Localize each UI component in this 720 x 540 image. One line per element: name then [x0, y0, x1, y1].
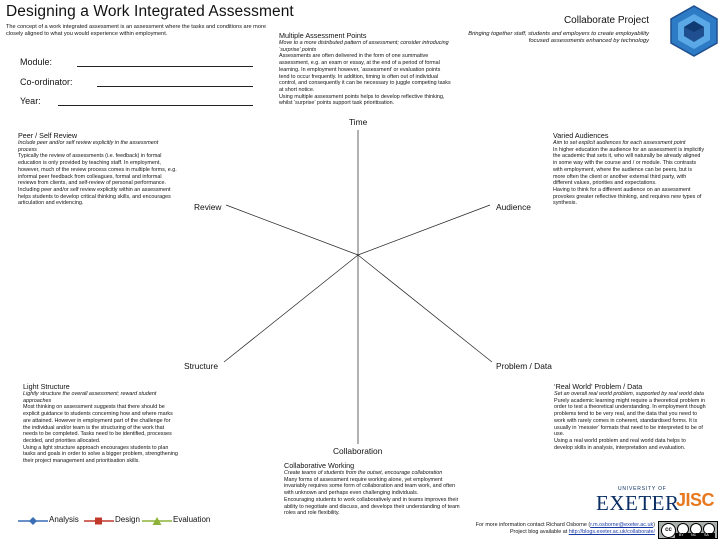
license-nc: NC	[691, 533, 697, 537]
box-collaborative-working: Collaborative Working Create teams of st…	[284, 461, 462, 517]
coordinator-label: Co-ordinator:	[20, 77, 73, 87]
box-title: ‘Real World’ Problem / Data	[554, 382, 643, 391]
box-body: Many forms of assessment require working…	[284, 476, 460, 517]
module-label: Module:	[20, 57, 53, 67]
blog-prefix: Project blog available at	[509, 529, 569, 535]
contact-line: For more information contact Richard Osb…	[476, 522, 655, 529]
intro-text: The concept of a work integrated assessm…	[6, 24, 266, 37]
contact-prefix: For more information contact Richard Osb…	[475, 522, 591, 528]
contact-info: For more information contact Richard Osb…	[476, 522, 655, 536]
box-body: In higher education the audience for an …	[553, 146, 705, 207]
exeter-logo: UNIVERSITY OF EXETER	[596, 486, 680, 518]
box-body: Purely academic learning might require a…	[554, 397, 706, 451]
project-subtitle: Bringing together staff, students and em…	[468, 31, 649, 44]
box-title: Light Structure	[23, 382, 70, 391]
box-subtitle: Include peer and/or self review explicit…	[18, 140, 159, 153]
axis-label-collaboration: Collaboration	[333, 446, 383, 456]
box-title: Multiple Assessment Points	[279, 31, 367, 40]
exeter-logo-wordmark: EXETER	[596, 491, 680, 515]
box-body: Typically the review of assessments (i.e…	[18, 153, 177, 207]
coordinator-field[interactable]	[97, 86, 253, 87]
axis-line-structure	[223, 254, 359, 363]
license-strip: BY NC SA	[675, 533, 715, 538]
email-link[interactable]: r.m.osborne@exeter.ac.uk	[590, 522, 654, 528]
axis-line-audience	[357, 204, 491, 256]
box-subtitle: Set an overall real world problem, suppo…	[554, 391, 704, 397]
jisc-logo: JISC	[676, 490, 715, 510]
year-label: Year:	[20, 96, 41, 106]
box-real-world-problem: ‘Real World’ Problem / Data Set an overa…	[554, 382, 706, 451]
blog-link[interactable]: http://blogs.exeter.ac.uk/collaborate/	[568, 529, 655, 535]
axis-label-structure: Structure	[184, 361, 218, 371]
exeter-logo-small-text: UNIVERSITY OF	[618, 486, 667, 492]
contact-suffix: )	[653, 522, 655, 528]
box-subtitle: Lightly structure the overall assessment…	[23, 391, 157, 404]
legend-line-triangle-icon	[142, 517, 172, 525]
creative-commons-badge: cc BY NC SA	[658, 521, 718, 539]
axis-line-problem-data	[357, 254, 493, 363]
axis-label-review: Review	[194, 202, 222, 212]
legend-label: Analysis	[49, 515, 79, 524]
legend-line-diamond-icon	[18, 517, 48, 525]
axis-line-review	[225, 204, 359, 256]
box-body: Assessments are often delivered in the f…	[279, 53, 451, 107]
license-by: BY	[679, 533, 684, 537]
collaborate-hexagon-icon	[670, 5, 718, 57]
legend-line-square-icon	[84, 517, 114, 525]
blog-line: Project blog available at http://blogs.e…	[476, 529, 655, 536]
legend-label: Evaluation	[173, 515, 211, 524]
box-multiple-assessment: Multiple Assessment Points Move to a mor…	[279, 31, 451, 107]
box-body: Most thinking on assessment suggests tha…	[23, 404, 178, 465]
box-peer-self-review: Peer / Self Review Include peer and/or s…	[18, 131, 178, 207]
axis-label-time: Time	[349, 117, 368, 127]
box-subtitle: Aim to set explicit audiences for each a…	[553, 140, 686, 146]
legend-label: Design	[115, 515, 140, 524]
box-light-structure: Light Structure Lightly structure the ov…	[23, 382, 179, 465]
box-title: Varied Audiences	[553, 131, 609, 140]
box-title: Collaborative Working	[284, 461, 355, 470]
cc-icon: cc	[661, 523, 676, 538]
page-title: Designing a Work Integrated Assessment	[6, 3, 294, 20]
box-subtitle: Move to a more distributed pattern of as…	[279, 40, 449, 53]
module-field[interactable]	[77, 66, 253, 67]
box-subtitle: Create teams of students from the outset…	[284, 470, 443, 476]
axis-label-audience: Audience	[496, 202, 531, 212]
license-sa: SA	[704, 533, 709, 537]
year-field[interactable]	[58, 105, 253, 106]
axis-label-problem-data: Problem / Data	[496, 361, 552, 371]
box-title: Peer / Self Review	[18, 131, 78, 140]
project-title: Collaborate Project	[563, 15, 649, 26]
box-varied-audiences: Varied Audiences Aim to set explicit aud…	[553, 131, 705, 207]
